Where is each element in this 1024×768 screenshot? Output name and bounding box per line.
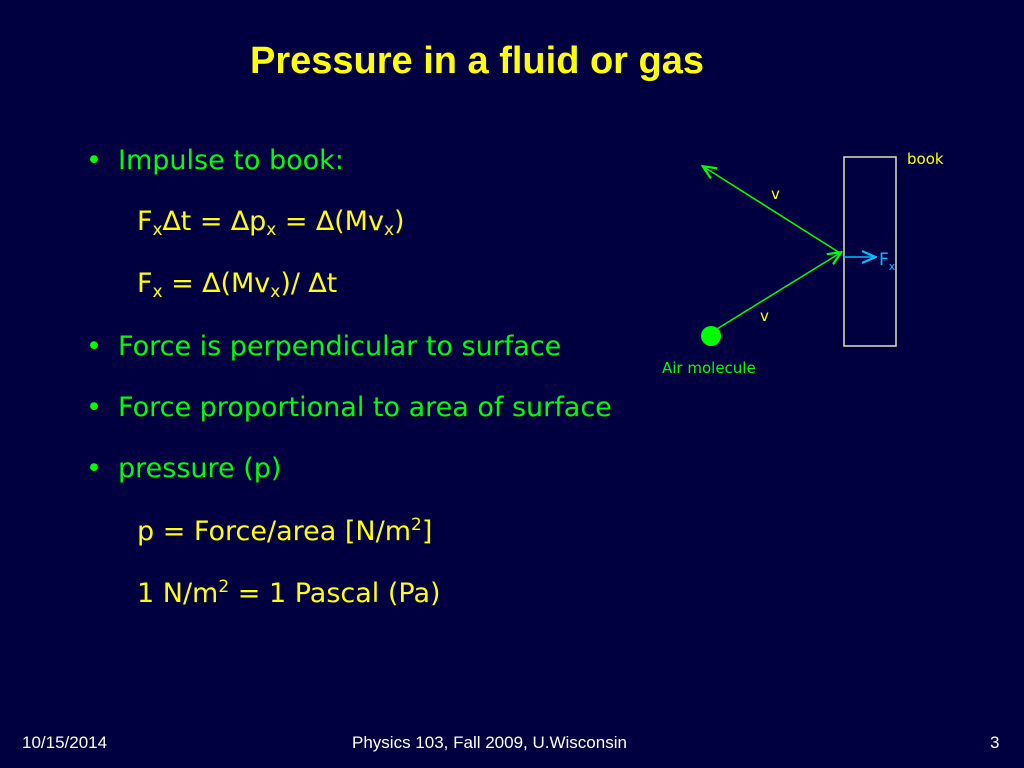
bullet-dot: • (86, 453, 102, 484)
footer-page-number: 3 (990, 733, 1000, 752)
force-equation: Fx = ∆(Mvx)/ ∆t (137, 268, 337, 302)
eq-part: = ∆(Mv (162, 268, 271, 299)
eq-sub: x (266, 220, 277, 240)
footer-course: Physics 103, Fall 2009, U.Wisconsin (352, 733, 627, 752)
book-collision-diagram: book v v Fx Air molecule (662, 150, 944, 377)
velocity-label-bottom: v (760, 307, 769, 325)
book-rectangle (843, 156, 897, 347)
bullet-proportional: Force proportional to area of surface (118, 392, 612, 423)
pascal-definition: 1 N/m2 = 1 Pascal (Pa) (137, 577, 441, 609)
molecule-label: Air molecule (662, 359, 756, 377)
eq-part: ∆t = ∆p (162, 206, 267, 237)
bullet-pressure: pressure (p) (118, 453, 282, 484)
eq-f: F (137, 206, 153, 237)
pressure-definition: p = Force/area [N/m2] (137, 515, 432, 547)
eq-sup: 2 (411, 515, 422, 535)
eq-sub: x (383, 220, 395, 240)
bullet-dot: • (86, 392, 102, 423)
eq-part: = 1 Pascal (Pa) (229, 578, 441, 609)
impulse-equation: Fx∆t = ∆px = ∆(Mvx) (137, 206, 405, 240)
eq-part: ) (394, 206, 405, 237)
book-label: book (907, 150, 944, 168)
eq-part: 1 N/m (137, 578, 219, 609)
force-label: Fx (879, 250, 896, 273)
eq-sub: x (152, 220, 163, 240)
bullet-dot: • (86, 331, 102, 362)
eq-sub: x (152, 282, 163, 302)
eq-part: )/ ∆t (280, 268, 338, 299)
eq-sup: 2 (218, 577, 230, 597)
eq-part: ] (421, 516, 433, 547)
eq-sub: x (270, 282, 281, 302)
footer-date: 10/15/2014 (22, 733, 108, 752)
force-label-sub: x (889, 260, 896, 273)
air-molecule (701, 326, 721, 346)
bullet-impulse: Impulse to book: (118, 145, 344, 176)
eq-part: p = Force/area [N/m (137, 516, 411, 547)
slide-title: Pressure in a fluid or gas (249, 40, 705, 82)
outgoing-velocity-arrow (704, 167, 841, 254)
incoming-velocity-arrow (711, 253, 840, 333)
force-label-f: F (879, 250, 889, 270)
eq-f: F (137, 268, 153, 299)
bullet-perpendicular: Force is perpendicular to surface (118, 331, 562, 362)
velocity-label-top: v (771, 185, 780, 203)
eq-part: = ∆(Mv (276, 206, 384, 237)
bullet-dot: • (86, 145, 102, 176)
